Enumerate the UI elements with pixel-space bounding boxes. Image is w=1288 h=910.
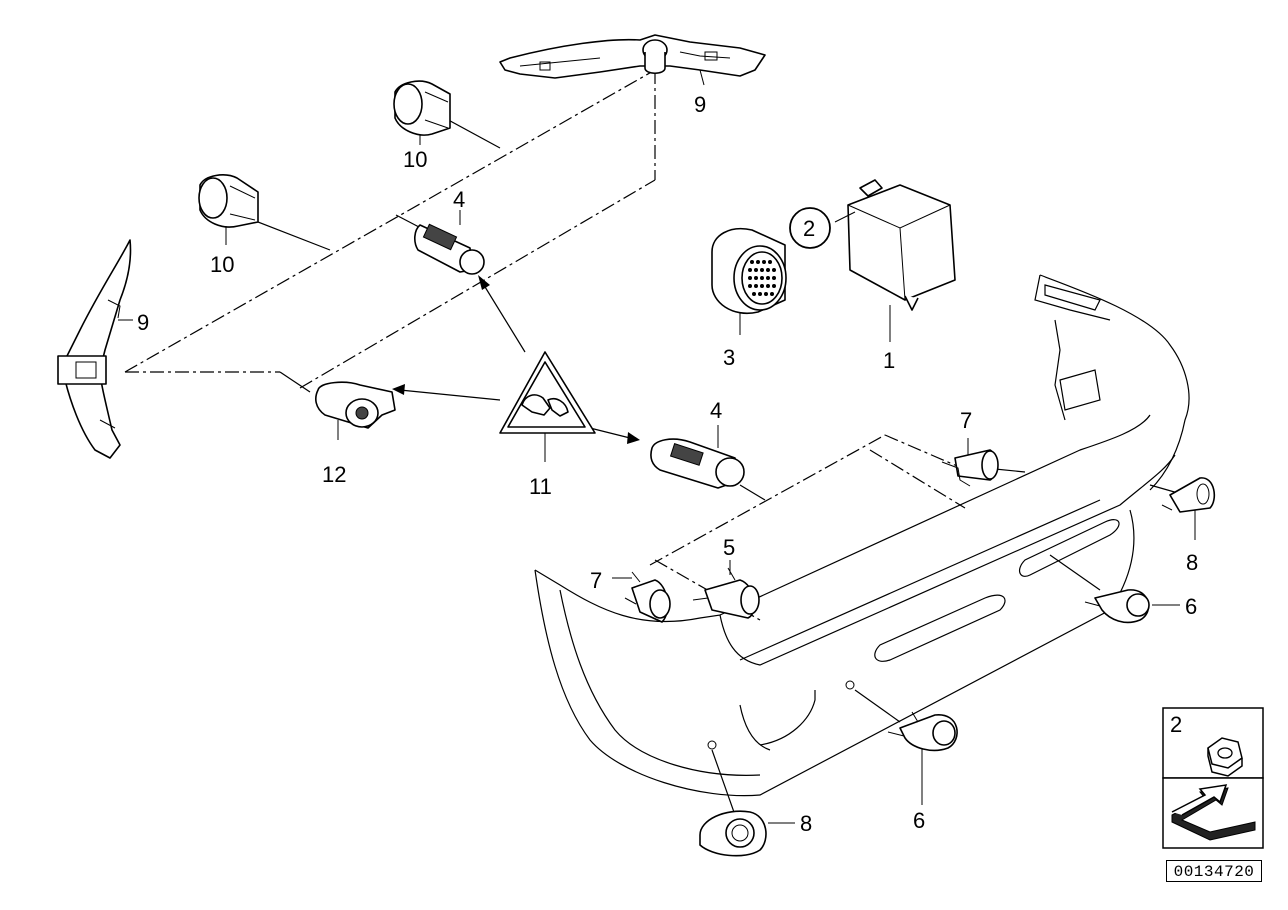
callout-9-side: 9: [137, 310, 149, 335]
callout-circle-2: [789, 207, 831, 249]
sensor-holder-part-5: [692, 560, 760, 619]
pdc-sensor-part-4-lower: [650, 425, 745, 489]
sensor-holder-part-10-left: [198, 174, 259, 245]
pdc-sensor-part-12: [315, 381, 396, 440]
sensor-cover-part-8-lower: [699, 810, 795, 857]
callout-4-lower: 4: [710, 398, 722, 423]
rear-bumper: [534, 274, 1190, 797]
callout-8-right: 8: [1186, 550, 1198, 575]
callout-5: 5: [723, 535, 735, 560]
callout-10-left: 10: [210, 252, 234, 277]
callout-7-lower: 7: [590, 568, 602, 593]
hex-nut-icon: [1207, 737, 1243, 777]
direction-arrow-icon: [1171, 784, 1256, 841]
catalog-number: 00134720: [1166, 860, 1262, 882]
sensor-holder-part-7-lower: [612, 571, 671, 623]
callout-11: 11: [529, 474, 552, 499]
bracket-part-9-side: [57, 239, 133, 459]
callout-4-upper: 4: [453, 187, 465, 212]
pdc-sensor-part-4-upper: [414, 210, 485, 275]
callout-7-upper: 7: [960, 408, 972, 433]
callout-1: 1: [883, 348, 895, 373]
warning-triangle-part-11: [499, 351, 596, 462]
sensor-holder-part-10-upper: [393, 80, 451, 145]
callout-2: 2: [803, 216, 815, 241]
callout-3: 3: [723, 345, 735, 370]
callout-12: 12: [322, 462, 346, 487]
callout-8-lower: 8: [800, 811, 812, 836]
callout-9-upper: 9: [694, 92, 706, 117]
sensor-cover-part-6-right: [1084, 589, 1180, 624]
callout-labels: 9 10 10 4 9 12 11 2 3 1 4 7 5 7 8 6 6 8: [137, 92, 1198, 836]
callout-6-right: 6: [1185, 594, 1197, 619]
callout-10-upper: 10: [403, 147, 427, 172]
legend-box: 2: [1162, 707, 1264, 849]
callout-6-lower: 6: [913, 808, 925, 833]
connector-part-3: [711, 228, 787, 335]
legend-nut-label: 2: [1170, 712, 1182, 737]
sensor-cover-part-6-lower: [887, 711, 958, 805]
control-unit-part-1: [834, 179, 956, 342]
bracket-part-9-upper: [499, 34, 766, 86]
sensor-cover-part-8-right: [1161, 477, 1216, 540]
arrows: [392, 275, 640, 444]
leader-lines: [124, 69, 1186, 816]
sensor-holder-part-7-upper: [941, 438, 999, 487]
